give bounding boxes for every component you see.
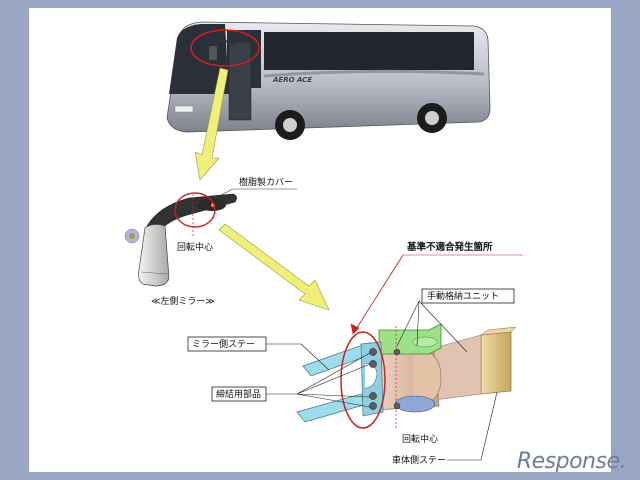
mirror-recall-diagram: AERO ACE (124, 21, 523, 466)
left-mirror-label: ≪左側ミラー≫ (151, 295, 215, 307)
bus-logo: AERO ACE (272, 76, 312, 84)
fastening-parts-label: 締結用部品 (216, 388, 261, 400)
resin-cover-highlight (174, 192, 216, 228)
rotation-center-top-label: 回転中心 (177, 241, 213, 253)
arrow-bus-to-mirror (194, 67, 229, 181)
diagram-page: AERO ACE (29, 8, 611, 472)
arrow-mirror-to-detail (218, 223, 330, 311)
detail-leader-lines (266, 254, 523, 461)
bus-mirror-highlight (190, 29, 260, 67)
mirror-stay-label: ミラー側ステー (192, 338, 255, 350)
mirror-assembly (124, 188, 297, 287)
detail-mechanism (296, 323, 517, 430)
manual-unit-callout (421, 288, 515, 304)
yellow-arrows (194, 67, 330, 311)
nonconformity-highlight (340, 331, 386, 429)
body-stay-label: 車体側ステー (392, 454, 446, 466)
manual-unit-label: 手動格納ユニット (427, 290, 499, 302)
fastening-bolts (369, 348, 401, 410)
resin-cover-label: 樹脂製カバー (239, 176, 293, 188)
rotation-center-bottom-label: 回転中心 (402, 433, 438, 445)
body-side-stay (480, 331, 512, 395)
bus-illustration: AERO ACE (166, 21, 491, 140)
mirror-stay-callout (187, 336, 267, 352)
fastening-parts-callout (211, 386, 267, 402)
nonconformity-label: 基準不適合発生箇所 (406, 241, 493, 253)
response-watermark: Response. (516, 449, 627, 474)
